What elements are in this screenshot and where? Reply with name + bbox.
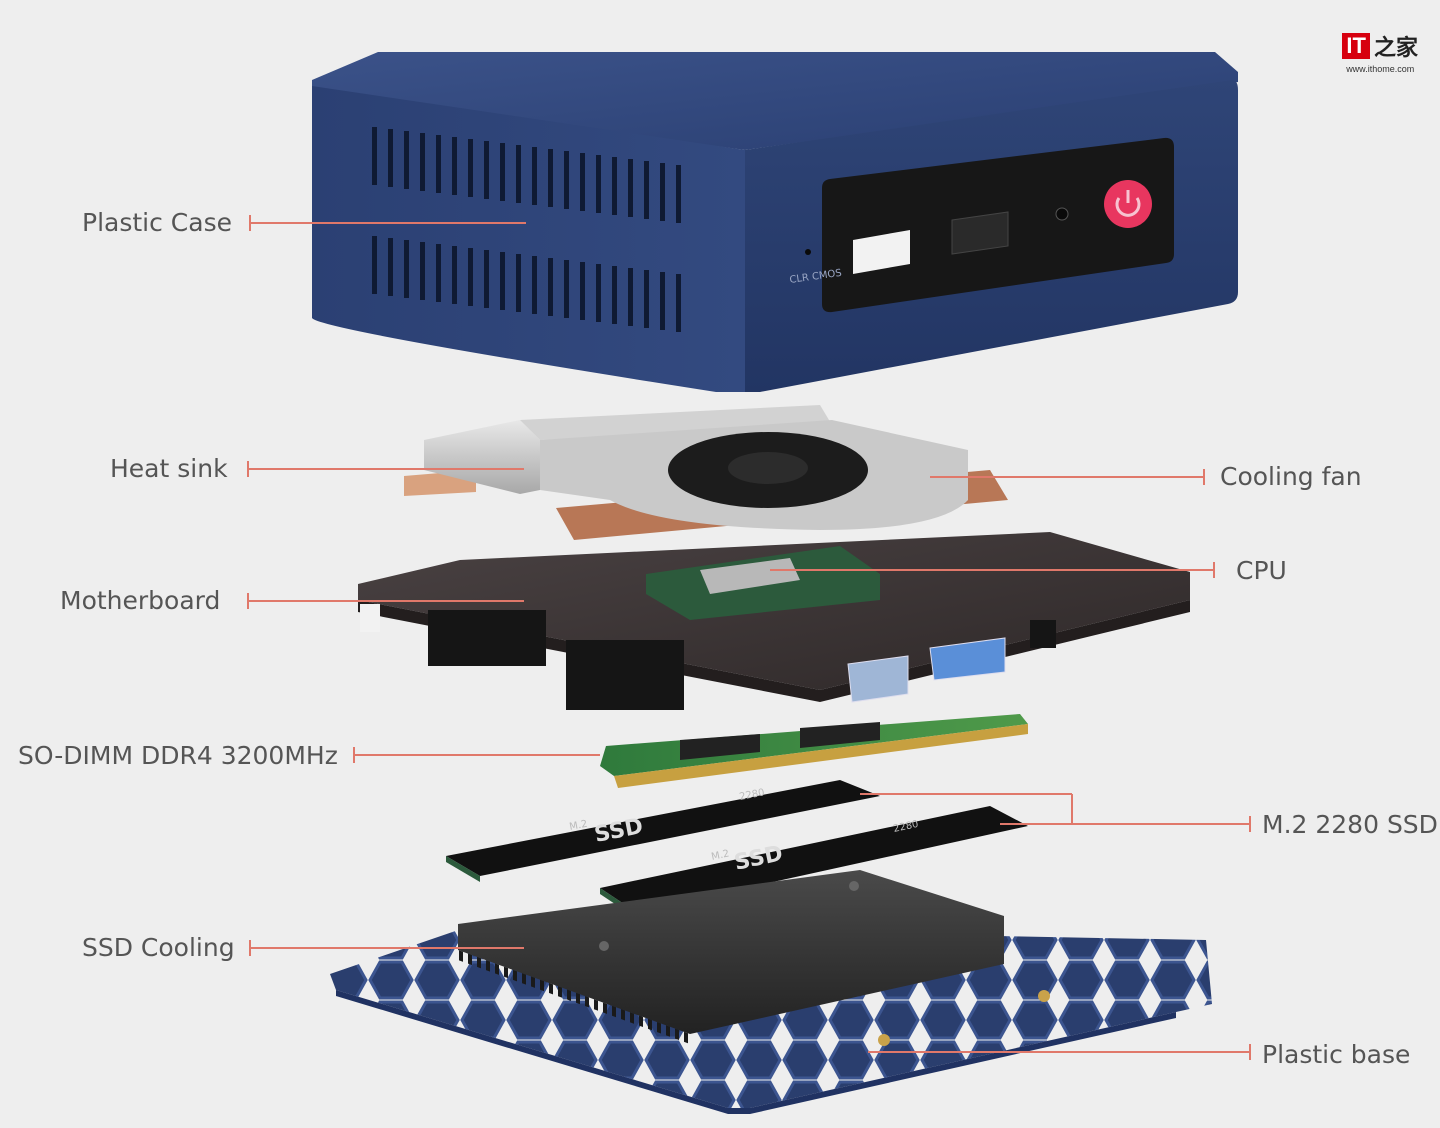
usb-c-port-front xyxy=(951,211,1009,255)
label-motherboard: Motherboard xyxy=(60,586,221,615)
label-cooling-fan: Cooling fan xyxy=(1220,462,1362,491)
ram-contacts xyxy=(614,724,1028,788)
underside-chip-1 xyxy=(428,610,546,666)
underside-chip-2 xyxy=(566,640,684,710)
audio-jack xyxy=(1055,207,1069,221)
ithome-watermark: IT 之家 www.ithome.com xyxy=(1342,30,1418,74)
power-button xyxy=(1104,180,1152,228)
label-ssd-cooling: SSD Cooling xyxy=(82,933,235,962)
fan-hub xyxy=(728,452,808,484)
ssd-cooling xyxy=(458,870,1004,1044)
cooling-screw xyxy=(599,941,609,951)
ssd-cooling-block xyxy=(458,870,1004,1034)
power-icon xyxy=(1115,197,1141,217)
leader-lines xyxy=(247,215,1251,1060)
label-so-dimm: SO-DIMM DDR4 3200MHz xyxy=(18,741,338,770)
ssd-2: SSD M.2 2280 xyxy=(600,806,1028,918)
case-top-face xyxy=(312,52,1238,150)
ram-chip-2 xyxy=(800,722,880,748)
ssd-2-size-label: 2280 xyxy=(892,819,919,835)
label-heat-sink: Heat sink xyxy=(110,454,228,483)
ram-chip-1 xyxy=(680,734,760,760)
motherboard-edge xyxy=(358,600,1190,702)
ssd-1-board xyxy=(446,780,880,876)
clr-cmos-hole xyxy=(805,249,811,255)
cpu-die xyxy=(700,558,800,594)
heat-sink-assembly xyxy=(404,405,1008,540)
label-plastic-case: Plastic Case xyxy=(82,208,232,237)
label-cpu: CPU xyxy=(1236,556,1287,585)
heat-sink-top xyxy=(520,405,832,440)
ssd-cooling-fins xyxy=(458,950,690,1044)
usb-port-front xyxy=(853,230,910,274)
rear-port xyxy=(360,604,380,632)
ssd-2-m2-label: M.2 xyxy=(710,848,730,863)
so-dimm-module xyxy=(600,714,1028,788)
ithome-logo-mark: IT xyxy=(1342,33,1370,59)
ssd-1-m2-label: M.2 xyxy=(568,819,588,833)
base-screw-1 xyxy=(1038,990,1050,1002)
label-m2-ssd: M.2 2280 SSD xyxy=(1262,810,1438,839)
ithome-logo-text: 之家 xyxy=(1373,36,1418,61)
ssd-2-board xyxy=(600,806,1028,912)
heat-sink-fins xyxy=(424,420,540,494)
motherboard xyxy=(358,532,1190,710)
base-screw-2 xyxy=(878,1034,890,1046)
usb-port-rear-2 xyxy=(929,637,1006,681)
label-plastic-base: Plastic base xyxy=(1262,1040,1411,1069)
case-vent-slots xyxy=(372,127,681,332)
audio-port-rear xyxy=(1030,620,1056,648)
ssd-1-size-label: 2280 xyxy=(738,787,765,803)
plastic-case: CLR CMOS xyxy=(312,52,1238,392)
usb-port-rear-1 xyxy=(847,655,909,703)
ithome-url: www.ithome.com xyxy=(1346,64,1415,74)
